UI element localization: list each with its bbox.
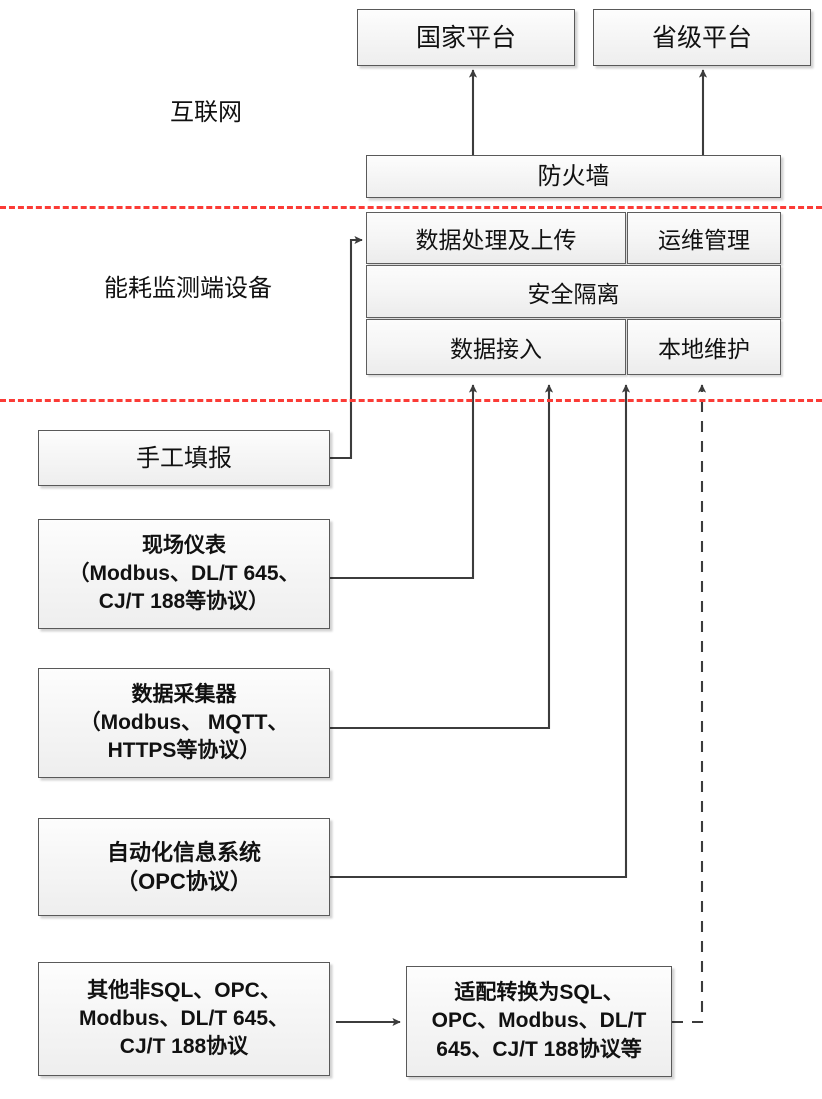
node-national-platform[interactable]: 国家平台 xyxy=(357,9,575,66)
node-protocol-adapter[interactable]: 适配转换为SQL、 OPC、Modbus、DL/T 645、CJ/T 188协议… xyxy=(406,966,672,1077)
link-manual-to-process xyxy=(330,235,363,460)
layer-label-edge-device: 能耗监测端设备 xyxy=(104,274,272,302)
node-provincial-platform[interactable]: 省级平台 xyxy=(593,9,811,66)
cell-data-process-upload[interactable]: 数据处理及上传 xyxy=(366,212,626,264)
cell-security-isolation[interactable]: 安全隔离 xyxy=(366,265,781,318)
link-collector-to-access xyxy=(330,384,554,730)
node-automation-system[interactable]: 自动化信息系统 （OPC协议） xyxy=(38,818,330,916)
link-adapter-to-local-maintenance xyxy=(672,384,707,1024)
node-data-collector[interactable]: 数据采集器 （Modbus、 MQTT、 HTTPS等协议） xyxy=(38,668,330,778)
node-other-protocols[interactable]: 其他非SQL、OPC、 Modbus、DL/T 645、 CJ/T 188协议 xyxy=(38,962,330,1076)
link-automation-to-access xyxy=(330,384,631,879)
layer-label-internet: 互联网 xyxy=(170,98,242,126)
node-field-meter[interactable]: 现场仪表 （Modbus、DL/T 645、 CJ/T 188等协议） xyxy=(38,519,330,629)
link-meter-to-access xyxy=(330,384,478,580)
node-manual-entry[interactable]: 手工填报 xyxy=(38,430,330,486)
cell-local-maintenance[interactable]: 本地维护 xyxy=(627,319,781,375)
cell-ops-management[interactable]: 运维管理 xyxy=(627,212,781,264)
node-firewall[interactable]: 防火墙 xyxy=(366,155,781,198)
divider-edge-field xyxy=(0,399,822,402)
divider-internet-edge xyxy=(0,206,822,209)
cell-data-access[interactable]: 数据接入 xyxy=(366,319,626,375)
